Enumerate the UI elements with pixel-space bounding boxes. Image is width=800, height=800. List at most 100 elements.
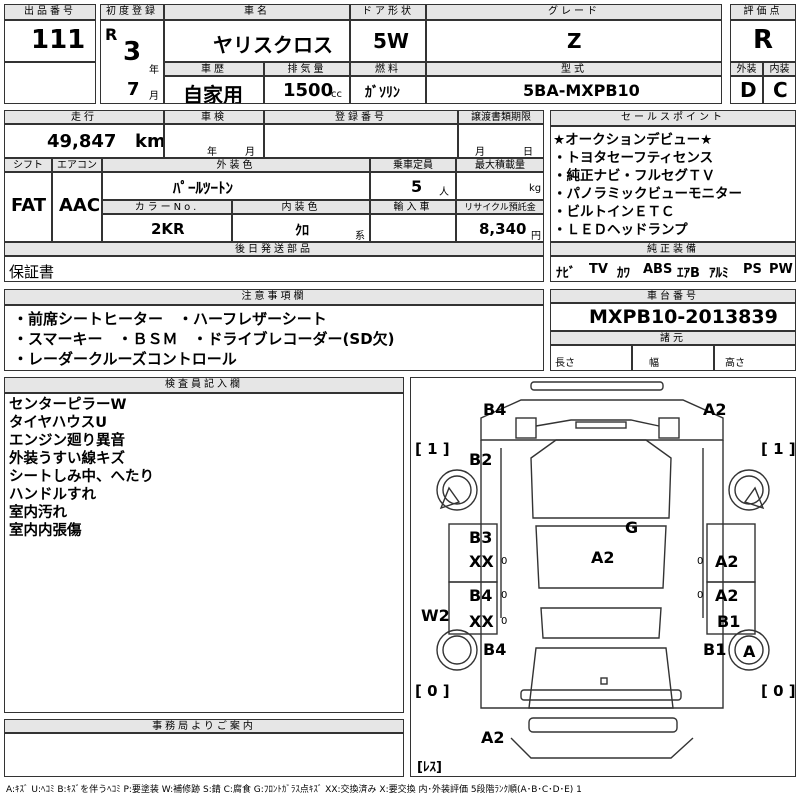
legend: A:ｷｽﾞ U:ﾍｺﾐ B:ｷｽﾞを伴うﾍｺﾐ P:要塗装 W:補修跡 S:錆 … <box>6 785 582 795</box>
year-unit: 年 <box>149 65 159 76</box>
intcolor: ｸﾛ <box>295 223 309 239</box>
tire-rear-right: [ 0 ] <box>761 682 796 700</box>
damage-b2: B2 <box>469 450 493 469</box>
door-zero: 0 <box>501 590 508 601</box>
later-parts-cell: 保証書 <box>4 256 544 282</box>
kg-unit: kg <box>529 183 542 194</box>
car-outline-diagram <box>436 381 770 759</box>
score-label: 評価点 <box>730 4 796 20</box>
tire-rear-left: [ 0 ] <box>415 682 450 700</box>
reg-month: 7 <box>127 79 140 100</box>
height-label: 高さ <box>725 358 745 369</box>
damage-a2-right-rear-door: A2 <box>715 586 739 605</box>
equip-item: ｱﾙﾐ <box>709 266 729 281</box>
chassis-cell: MXPB10-2013839 <box>550 303 796 331</box>
load-label: 最大積載量 <box>456 158 544 172</box>
displacement-label: 排気量 <box>264 62 350 76</box>
mileage-cell: 49,847 km <box>4 124 164 158</box>
reg-year: 3 <box>123 37 142 67</box>
inspector-line: 外装うすい線キズ <box>9 451 125 467</box>
ac: AAC <box>59 195 101 216</box>
displacement-cell: 1500 cc <box>264 76 350 104</box>
office-label: 事務局よりご案内 <box>4 719 404 733</box>
notes-line: ・スマーキー ・ＢＳＭ ・ドライブレコーダー(SD欠) <box>13 330 395 348</box>
notes-label: 注意事項欄 <box>4 289 544 305</box>
lot-blank <box>4 62 96 104</box>
ext-grade: D <box>740 78 757 102</box>
damage-b1-rear-right: B1 <box>703 640 727 659</box>
equip-item: ｶﾜ <box>617 266 630 281</box>
damage-xx-front-door: XX <box>469 552 494 571</box>
damage-a2-rear-bumper: A2 <box>481 728 505 747</box>
ext-label: 外装 <box>730 62 763 76</box>
height-cell: 高さ <box>714 345 796 371</box>
shift: FAT <box>11 195 47 216</box>
sales-item: ・純正ナビ・フルセグＴＶ <box>553 168 715 184</box>
car-diagram: B4 A2 [ 1 ] [ 1 ] B2 G B3 XX 0 A2 0 A2 B… <box>410 377 796 777</box>
door-label: ドア形状 <box>350 4 426 20</box>
shift-label: シフト <box>4 158 52 172</box>
inspector-line: エンジン廻り異音 <box>9 433 125 449</box>
notes-line: ・レーダークルーズコントロール <box>13 350 237 368</box>
damage-xx-rear-door: XX <box>469 612 494 631</box>
reg-cell <box>264 124 458 158</box>
score: R <box>753 25 774 55</box>
history-label: 車歴 <box>164 62 264 76</box>
colorno-cell: 2KR <box>102 214 232 242</box>
later-parts: 保証書 <box>9 263 55 281</box>
int-grade: C <box>773 78 788 102</box>
color-label: 外装色 <box>102 158 370 172</box>
person-unit: 人 <box>439 187 449 198</box>
length-label: 長さ <box>555 358 575 369</box>
notes-cell: ・前席シートヒーター ・ハーフレザーシート ・スマーキー ・ＢＳＭ ・ドライブレ… <box>4 305 544 371</box>
spare-tire: [ﾚｽ] <box>417 760 442 775</box>
model-code: 5BA-MXPB10 <box>523 81 640 100</box>
car-name-cell: ヤリスクロス <box>164 20 350 62</box>
door-cell: 5W <box>350 20 426 62</box>
displacement: 1500 <box>283 80 334 101</box>
equip-item: ｴｱB <box>677 266 700 281</box>
sales-item: ・ＬＥＤヘッドランプ <box>553 222 688 238</box>
fuel-cell: ｶﾞｿﾘﾝ <box>350 76 426 104</box>
score-cell: R <box>730 20 796 62</box>
intcolor-unit: 系 <box>355 231 365 242</box>
int-cell: C <box>763 76 796 104</box>
fuel: ｶﾞｿﾘﾝ <box>365 85 400 101</box>
month-unit: 月 <box>149 91 159 102</box>
transfer-cell: 月 日 <box>458 124 544 158</box>
chassis-label: 車台番号 <box>550 289 796 303</box>
model-cell: 5BA-MXPB10 <box>426 76 722 104</box>
sales-label: セールスポイント <box>550 110 796 126</box>
damage-a2-front-right: A2 <box>703 400 727 419</box>
sales-item: ・パノラミックビューモニター <box>553 186 742 202</box>
equip-item: ﾅﾋﾞ <box>556 266 576 281</box>
transfer-month-unit: 月 <box>475 147 485 158</box>
lot-cell: 111 <box>4 20 96 62</box>
door-zero: 0 <box>697 590 704 601</box>
inspection-label: 車検 <box>164 110 264 124</box>
inspector-line: センターピラーW <box>9 397 127 413</box>
mileage: 49,847 <box>47 131 117 152</box>
capacity-cell: 5 人 <box>370 172 456 200</box>
damage-a2-center: A2 <box>591 548 615 567</box>
recycle-cell: 8,340 円 <box>456 214 544 242</box>
damage-b1-right: B1 <box>717 612 741 631</box>
spec-label: 諸元 <box>550 331 796 345</box>
damage-a-wheel: A <box>743 642 756 661</box>
equip-cell: ﾅﾋﾞ TV ｶﾜ ABS ｴｱB ｱﾙﾐ PS PW <box>550 256 796 282</box>
colorno-label: カラーNo. <box>102 200 232 214</box>
recycle: 8,340 <box>479 220 527 238</box>
import-cell <box>370 214 456 242</box>
history-cell: 自家用 <box>164 76 264 104</box>
model-label: 型式 <box>426 62 722 76</box>
damage-b4-rear-left: B4 <box>483 640 507 659</box>
first-reg-cell: R 3 年 7 月 <box>100 20 164 104</box>
damage-b4-rear-door: B4 <box>469 586 493 605</box>
shift-cell: FAT <box>4 172 52 242</box>
int-label: 内装 <box>763 62 796 76</box>
cc-unit: cc <box>331 89 342 100</box>
era: R <box>105 25 118 44</box>
equip-item: ABS <box>643 262 673 277</box>
door-zero: 0 <box>501 616 508 627</box>
import-label: 輸入車 <box>370 200 456 214</box>
